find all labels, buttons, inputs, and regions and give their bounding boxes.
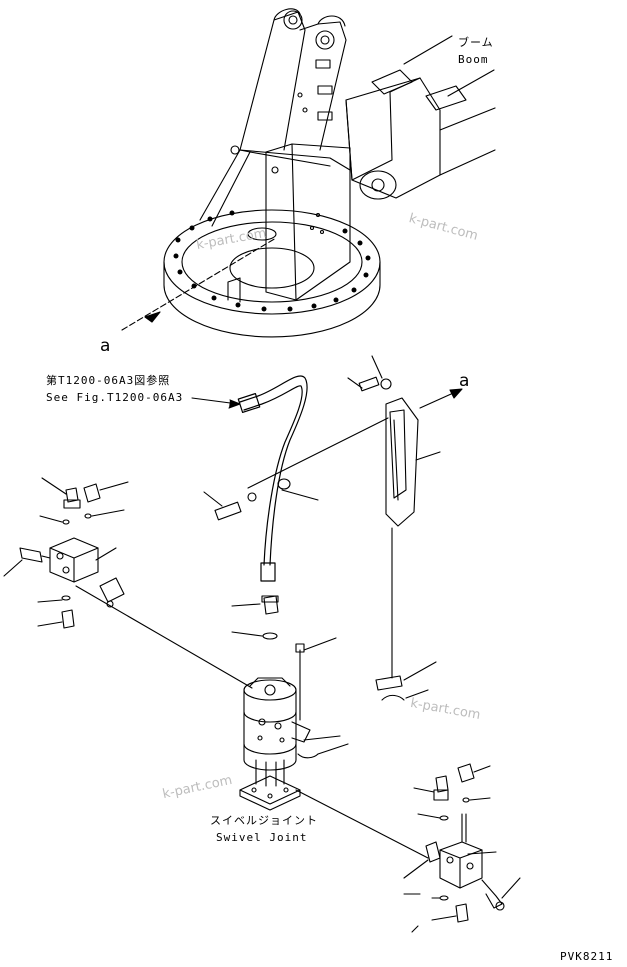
guide-line-upper: [247, 417, 389, 489]
boom-leader-1: [403, 35, 453, 65]
view-arrow-a-right: [419, 388, 463, 409]
hydraulic-hose: [237, 375, 308, 582]
boom-leader-2: [447, 69, 495, 97]
fig-ref-arrowhead: [228, 399, 241, 409]
clamp-bolt-set: [203, 478, 319, 521]
view-arrow-a-left: [121, 237, 277, 331]
right-valve-assembly: [403, 763, 521, 933]
figure-reference-en: See Fig.T1200-06A3: [46, 391, 184, 404]
guide-line-lower: [295, 789, 429, 859]
boom-label-en: Boom: [458, 53, 489, 66]
figure-reference-jp: 第T1200-06A3図参照: [46, 374, 171, 387]
view-marker-a-left: a: [100, 336, 111, 356]
view-marker-a-right: a: [459, 371, 470, 391]
swivel-joint-label-jp: スイベルジョイント: [210, 814, 318, 827]
boom-label-jp: ブーム: [458, 36, 494, 49]
boom-base-assembly: [163, 8, 496, 338]
left-valve-assembly: [3, 477, 129, 629]
swivel-joint-label-en: Swivel Joint: [216, 831, 308, 844]
drawing-code: PVK8211: [560, 950, 614, 963]
middle-fittings: [231, 595, 337, 721]
guide-line-left: [75, 585, 253, 689]
swivel-joint: [239, 677, 349, 811]
bracket-plate: [347, 355, 441, 701]
